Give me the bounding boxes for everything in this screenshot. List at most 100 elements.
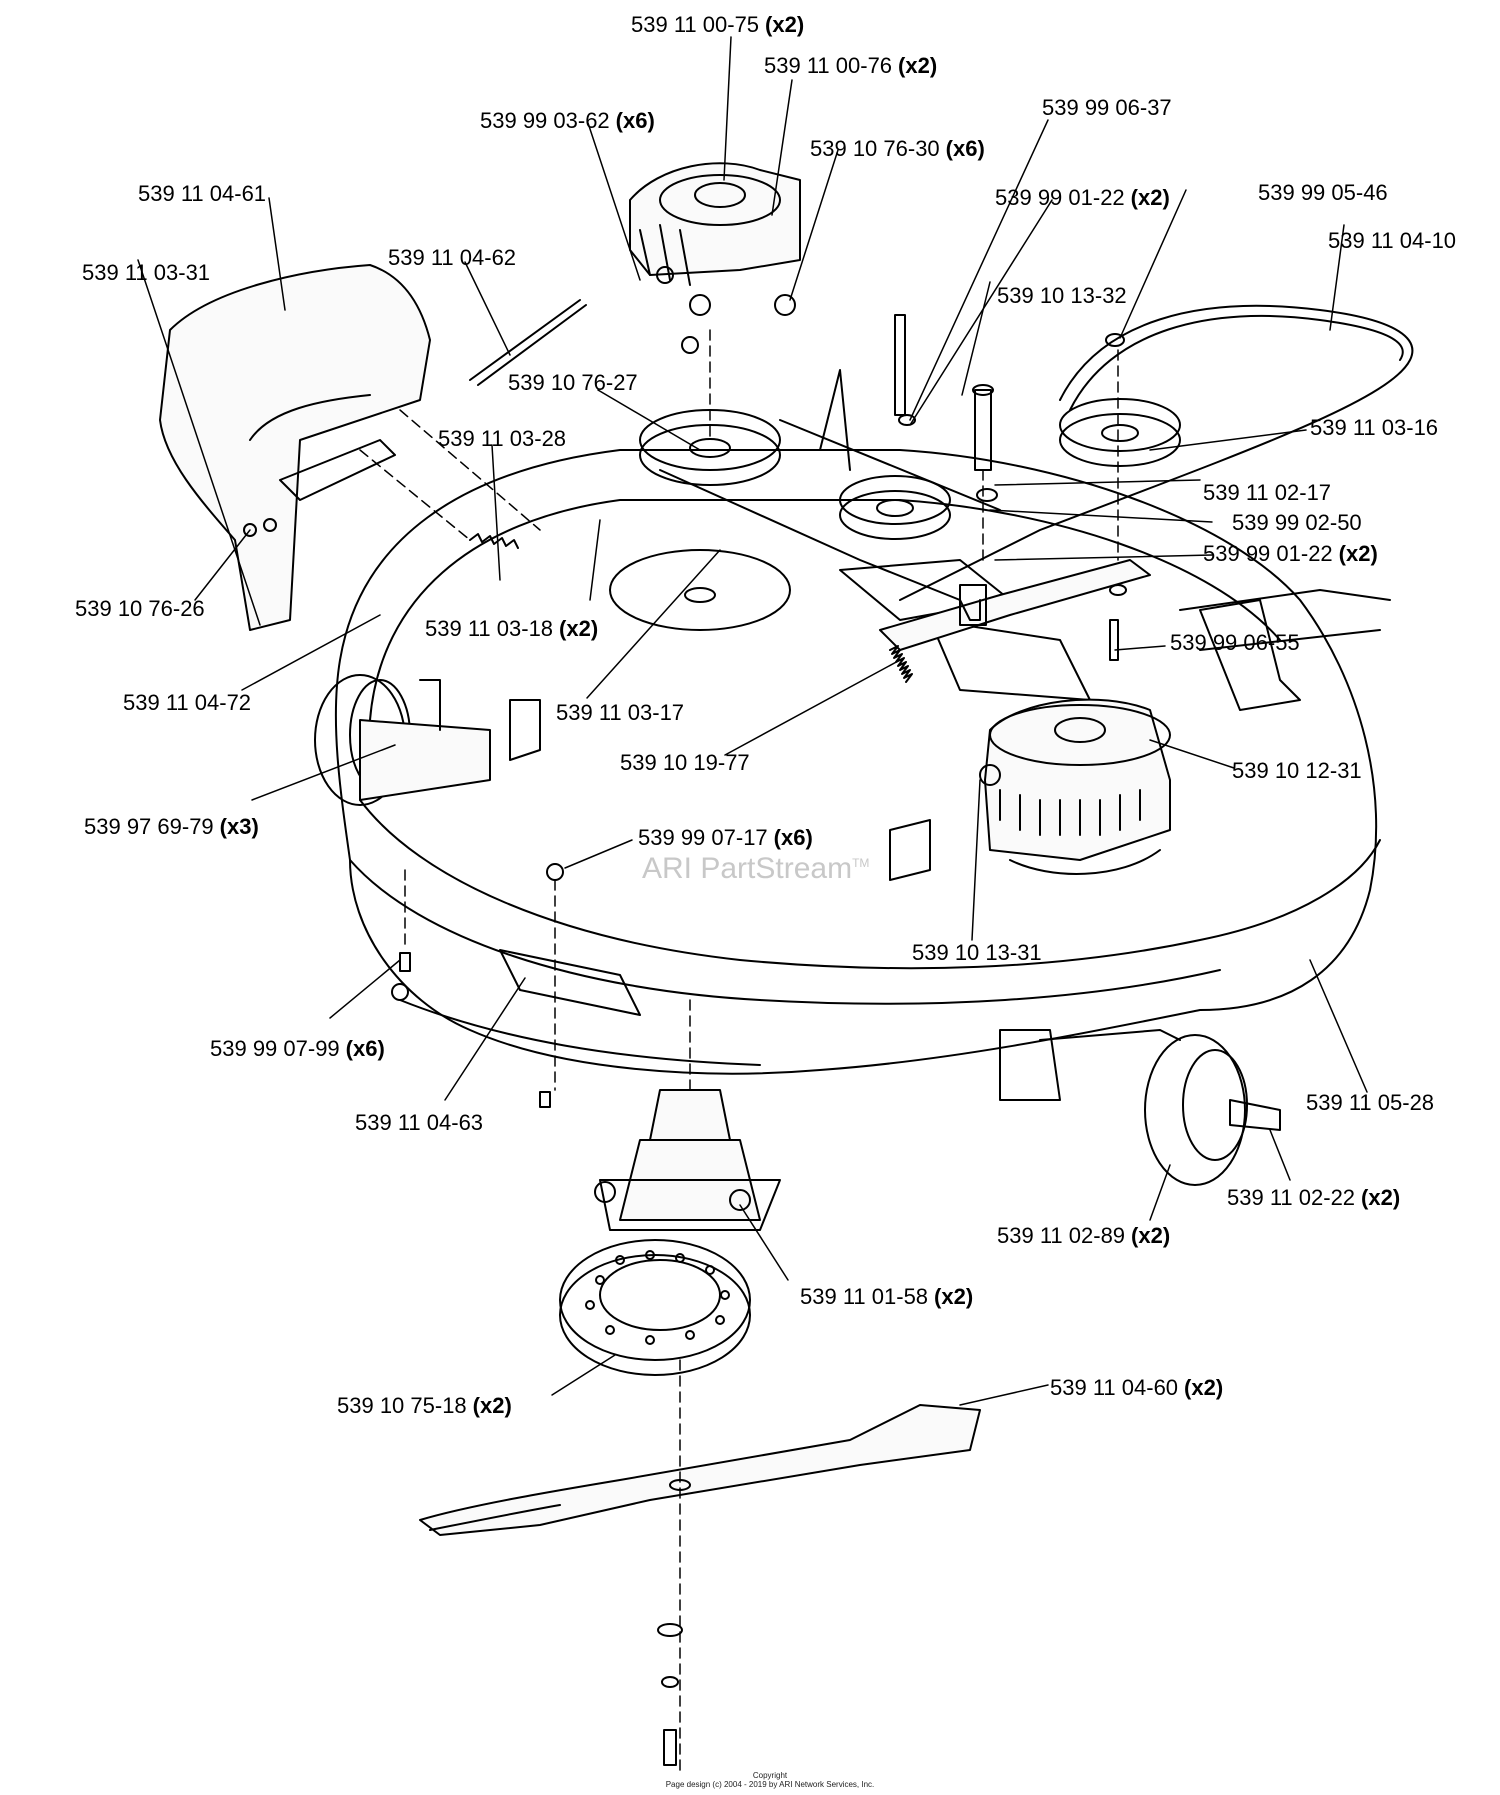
- part-number: 539 10 76-26: [75, 596, 205, 621]
- blade-ring: [559, 1239, 751, 1376]
- part-label: 539 10 19-77: [620, 752, 756, 774]
- assembly-centerlines: [359, 329, 1119, 1771]
- part-label: 539 99 01-22(x2): [1203, 543, 1378, 565]
- part-label: 539 10 75-18(x2): [337, 1395, 512, 1417]
- spindle-housing-right: [979, 698, 1171, 875]
- part-qty: (x6): [345, 1036, 385, 1061]
- part-label: 539 99 06-37: [1042, 97, 1178, 119]
- hinge-rod: [469, 299, 587, 386]
- blade-hardware: [657, 1623, 683, 1766]
- part-number: 539 97 69-79: [84, 814, 214, 839]
- part-qty: (x2): [898, 53, 938, 78]
- copyright-title: Copyright: [752, 1771, 788, 1780]
- part-qty: (x2): [1184, 1375, 1224, 1400]
- part-number: 539 99 06-55: [1170, 630, 1300, 655]
- drive-belt: [659, 304, 1414, 601]
- part-number: 539 11 05-28: [1306, 1090, 1435, 1115]
- part-number: 539 99 07-17: [638, 825, 768, 850]
- part-label: 539 10 76-27: [508, 372, 644, 394]
- idler-pulley-left: [839, 475, 951, 540]
- part-label: 539 11 02-22(x2): [1227, 1187, 1400, 1209]
- part-label: 539 11 02-89(x2): [997, 1225, 1170, 1247]
- part-label: 539 99 07-99(x6): [210, 1038, 385, 1060]
- gauge-wheel-left: [314, 674, 491, 806]
- leader-lines: [137, 36, 1368, 1406]
- part-number: 539 99 05-46: [1258, 180, 1388, 205]
- part-number: 539 10 76-30: [810, 136, 940, 161]
- part-number: 539 99 03-62: [480, 108, 610, 133]
- part-label: 539 99 03-62(x6): [480, 110, 655, 132]
- part-number: 539 99 01-22: [1203, 541, 1333, 566]
- spindle-assembly: [594, 1089, 781, 1231]
- part-number: 539 11 03-16: [1310, 415, 1439, 440]
- part-number: 539 10 75-18: [337, 1393, 467, 1418]
- part-number: 539 11 02-17: [1203, 480, 1332, 505]
- part-label: 539 10 76-30(x6): [810, 138, 985, 160]
- part-label: 539 10 12-31: [1232, 760, 1368, 782]
- part-number: 539 11 03-18: [425, 616, 554, 641]
- part-label: 539 10 13-31: [912, 942, 1048, 964]
- copyright: Copyright Page design (c) 2004 - 2019 by…: [650, 1771, 890, 1790]
- part-label: 539 11 04-61: [138, 183, 272, 205]
- idler-pulley-right: [1059, 398, 1181, 467]
- part-number: 539 11 01-58: [800, 1284, 929, 1309]
- spindle-pulley-lower: [609, 549, 791, 631]
- part-number: 539 11 02-22: [1227, 1185, 1356, 1210]
- part-label: 539 11 03-18(x2): [425, 618, 598, 640]
- part-label: 539 99 01-22(x2): [995, 187, 1170, 209]
- watermark-text: ARI PartStream: [642, 852, 853, 885]
- bolts: [391, 314, 1127, 1108]
- part-label: 539 11 04-63: [355, 1112, 489, 1134]
- part-number: 539 11 04-61: [138, 181, 267, 206]
- tension-spring: [469, 533, 913, 683]
- part-label: 539 99 06-55: [1170, 632, 1306, 654]
- baffles: [499, 599, 1301, 1016]
- part-label: 539 11 05-28: [1306, 1092, 1440, 1114]
- part-qty: (x2): [1131, 1223, 1171, 1248]
- part-label: 539 99 05-46: [1258, 182, 1394, 204]
- part-number: 539 11 04-62: [388, 245, 517, 270]
- part-number: 539 99 02-50: [1232, 510, 1362, 535]
- part-label: 539 99 07-17(x6): [638, 827, 813, 849]
- part-number: 539 10 12-31: [1232, 758, 1362, 783]
- part-qty: (x2): [559, 616, 599, 641]
- watermark: ARI PartStreamTM: [642, 852, 869, 886]
- part-number: 539 10 13-32: [997, 283, 1127, 308]
- main-pulley: [639, 409, 781, 486]
- part-label: 539 11 00-76(x2): [764, 55, 937, 77]
- part-qty: (x2): [1338, 541, 1378, 566]
- part-number: 539 10 76-27: [508, 370, 638, 395]
- grass-deflector: [159, 264, 431, 631]
- part-qty: (x2): [934, 1284, 974, 1309]
- part-qty: (x6): [945, 136, 985, 161]
- part-label: 539 11 03-16: [1310, 417, 1444, 439]
- part-label: 539 97 69-79(x3): [84, 816, 259, 838]
- part-number: 539 99 07-99: [210, 1036, 340, 1061]
- part-number: 539 99 01-22: [995, 185, 1125, 210]
- part-label: 539 11 03-28: [438, 428, 572, 450]
- part-qty: (x2): [765, 12, 805, 37]
- part-qty: (x6): [615, 108, 655, 133]
- part-number: 539 11 04-10: [1328, 228, 1457, 253]
- part-label: 539 11 04-60(x2): [1050, 1377, 1223, 1399]
- part-number: 539 11 02-89: [997, 1223, 1126, 1248]
- part-qty: (x3): [219, 814, 259, 839]
- part-qty: (x2): [472, 1393, 512, 1418]
- part-label: 539 11 04-72: [123, 692, 257, 714]
- part-label: 539 11 01-58(x2): [800, 1286, 973, 1308]
- part-number: 539 10 19-77: [620, 750, 750, 775]
- gauge-wheel-right: [1039, 1029, 1281, 1186]
- pulley-cover-top: [629, 162, 801, 354]
- part-number: 539 11 03-31: [82, 260, 211, 285]
- watermark-trademark: TM: [852, 856, 870, 870]
- mower-deck: [334, 369, 1391, 1101]
- part-qty: (x6): [773, 825, 813, 850]
- part-number: 539 11 03-17: [556, 700, 685, 725]
- part-label: 539 11 02-17: [1203, 482, 1337, 504]
- part-qty: (x2): [1361, 1185, 1401, 1210]
- part-label: 539 11 03-17: [556, 702, 690, 724]
- part-number: 539 99 06-37: [1042, 95, 1172, 120]
- mower-blade: [419, 1404, 981, 1536]
